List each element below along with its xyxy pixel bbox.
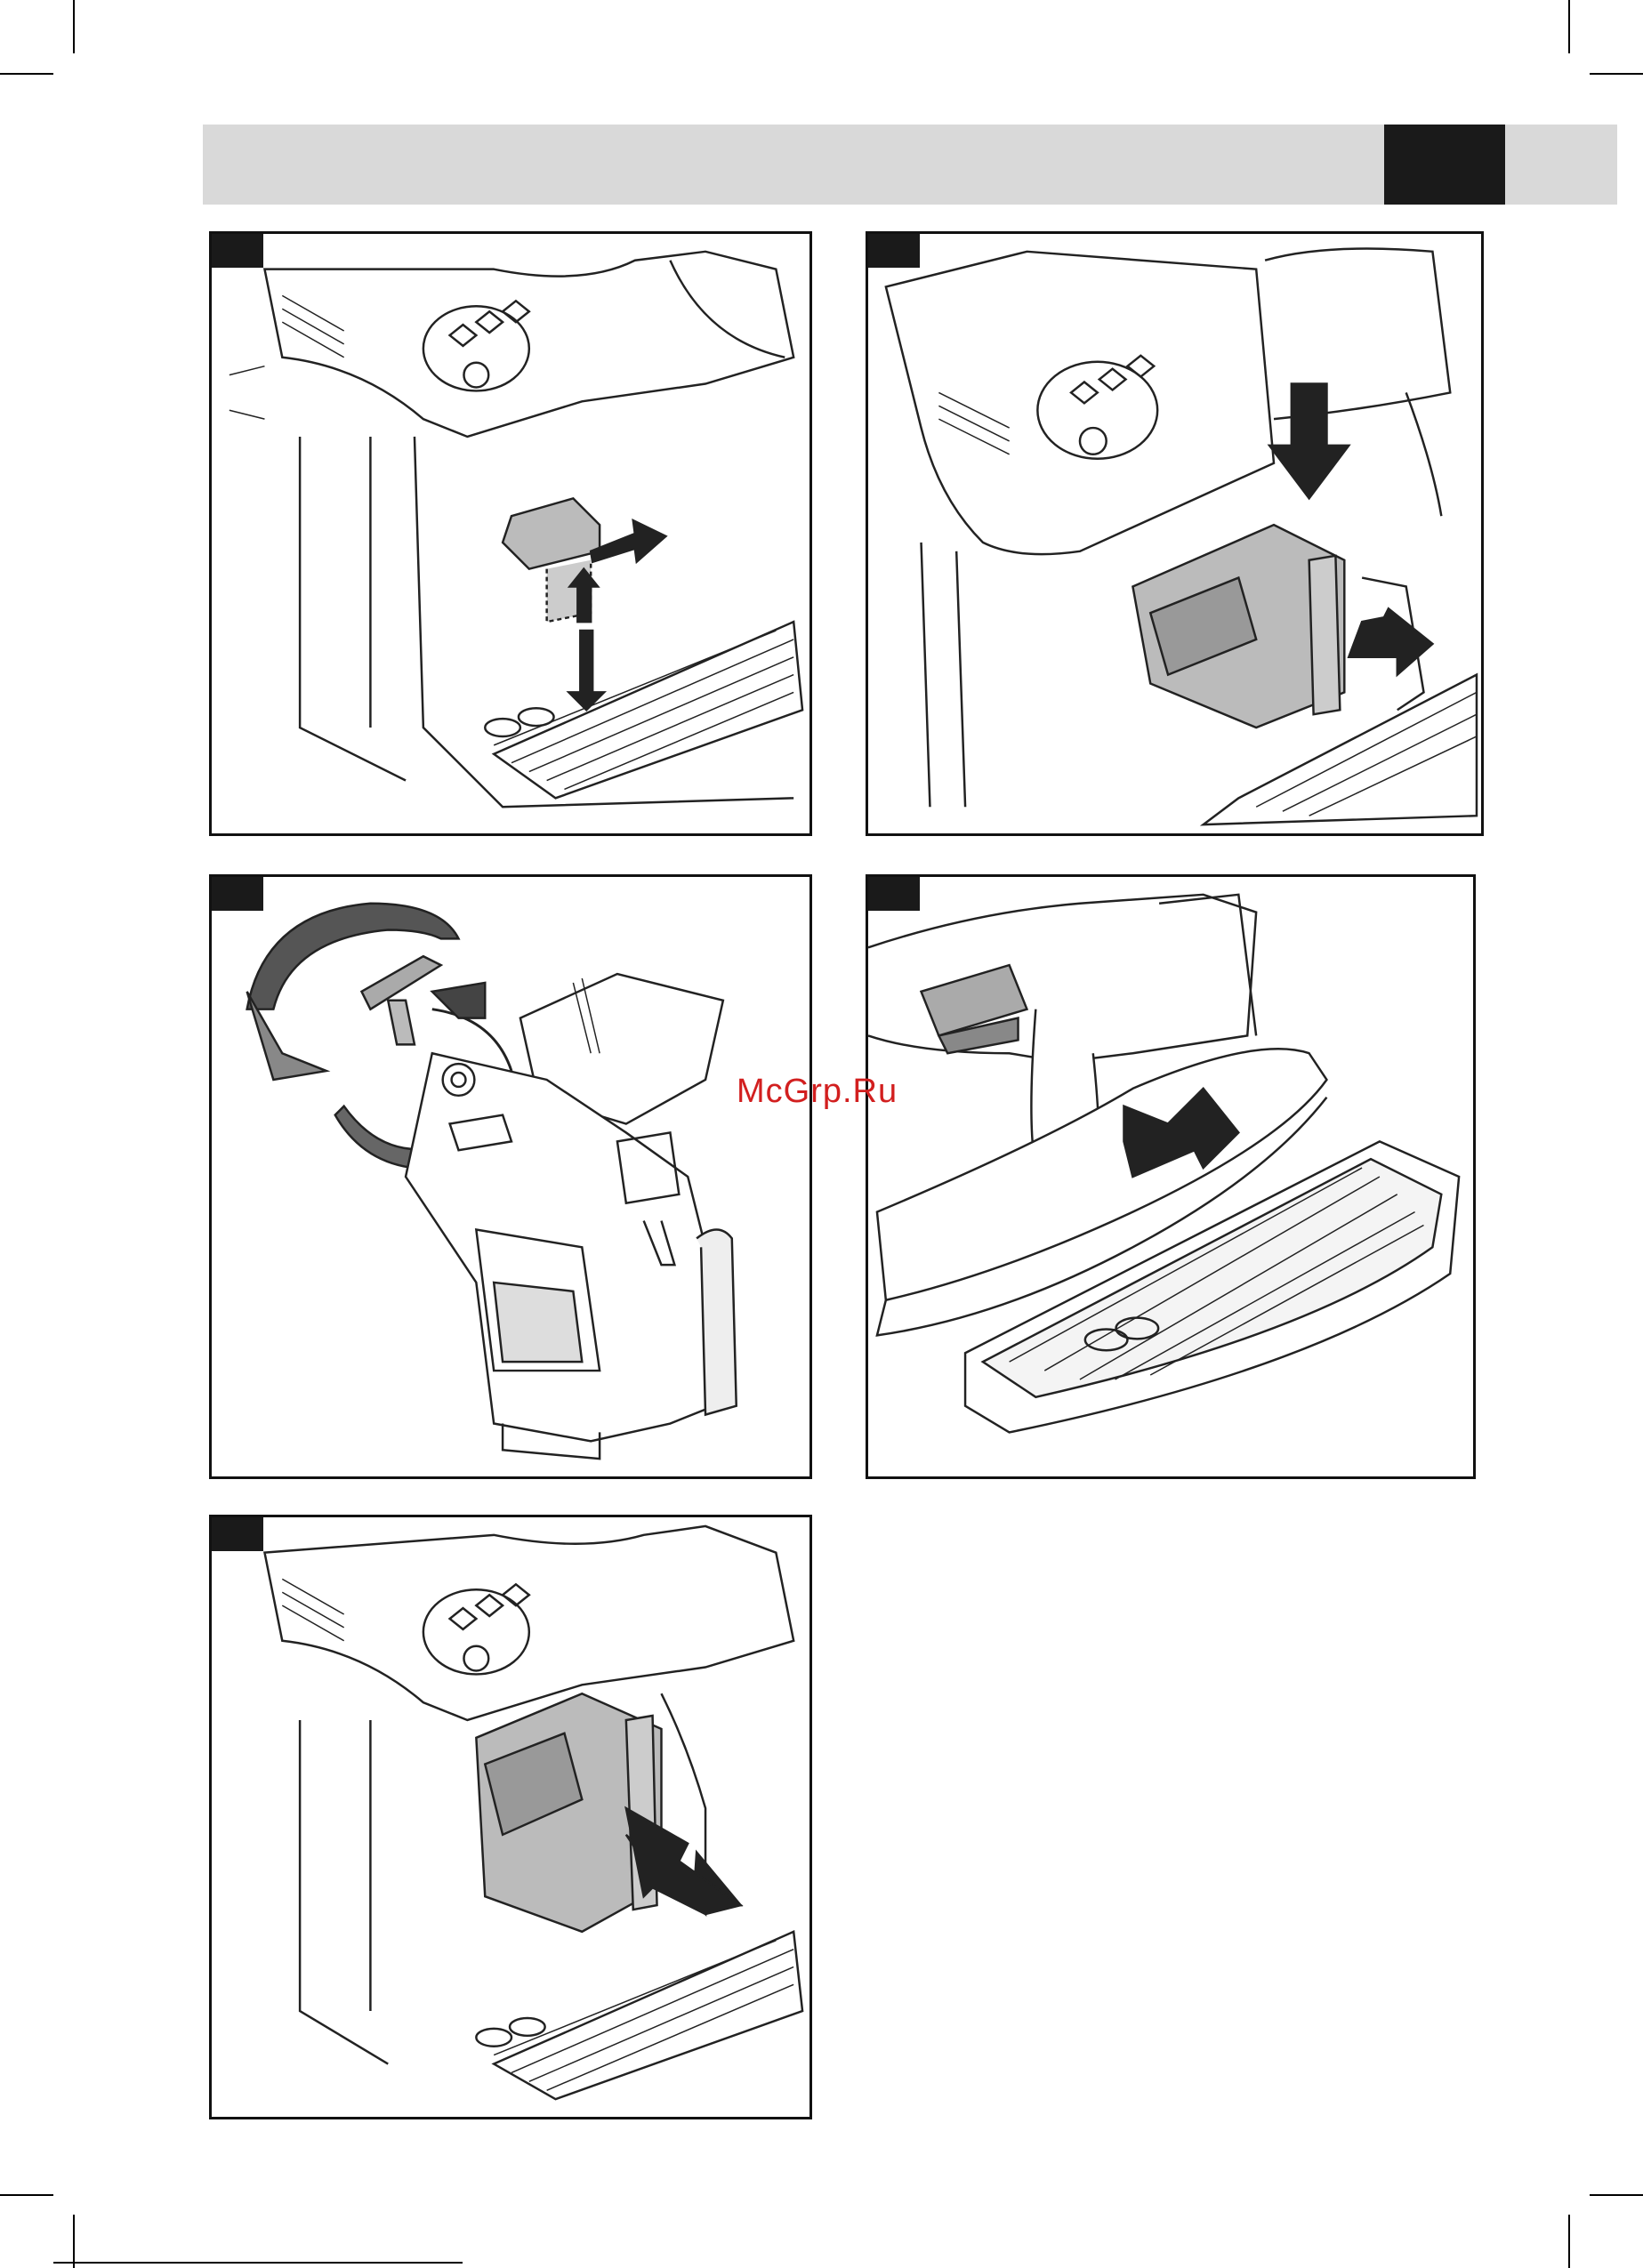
drip-tray-remove-illustration: [868, 877, 1473, 1476]
coffee-machine-remove-spout-illustration: [212, 234, 809, 833]
bottom-rule: [53, 2262, 463, 2264]
watermark-text: McGrp.Ru: [737, 1073, 898, 1111]
figure-number-tab: [212, 1517, 263, 1551]
coffee-machine-remove-brew-unit-illustration: [868, 234, 1481, 833]
crop-mark: [0, 2194, 53, 2196]
figure-number-tab: [868, 234, 920, 268]
figure-panel-3: [209, 874, 812, 1479]
crop-mark: [73, 0, 75, 53]
crop-mark: [1590, 2194, 1643, 2196]
brew-unit-rotate-illustration: [212, 877, 809, 1476]
figure-panel-5: [209, 1515, 812, 2119]
crop-mark: [1568, 2215, 1570, 2268]
figure-number-tab: [212, 877, 263, 911]
crop-mark: [0, 73, 53, 75]
crop-mark: [1590, 73, 1643, 75]
figure-number-tab: [868, 877, 920, 911]
figure-panel-4: [866, 874, 1476, 1479]
coffee-machine-insert-brew-unit-illustration: [212, 1517, 809, 2117]
crop-mark: [1568, 0, 1570, 53]
figure-number-tab: [212, 234, 263, 268]
figure-panel-1: [209, 231, 812, 836]
crop-mark: [73, 2215, 75, 2268]
header-section-tab: [1384, 125, 1505, 205]
figure-panel-2: [866, 231, 1484, 836]
